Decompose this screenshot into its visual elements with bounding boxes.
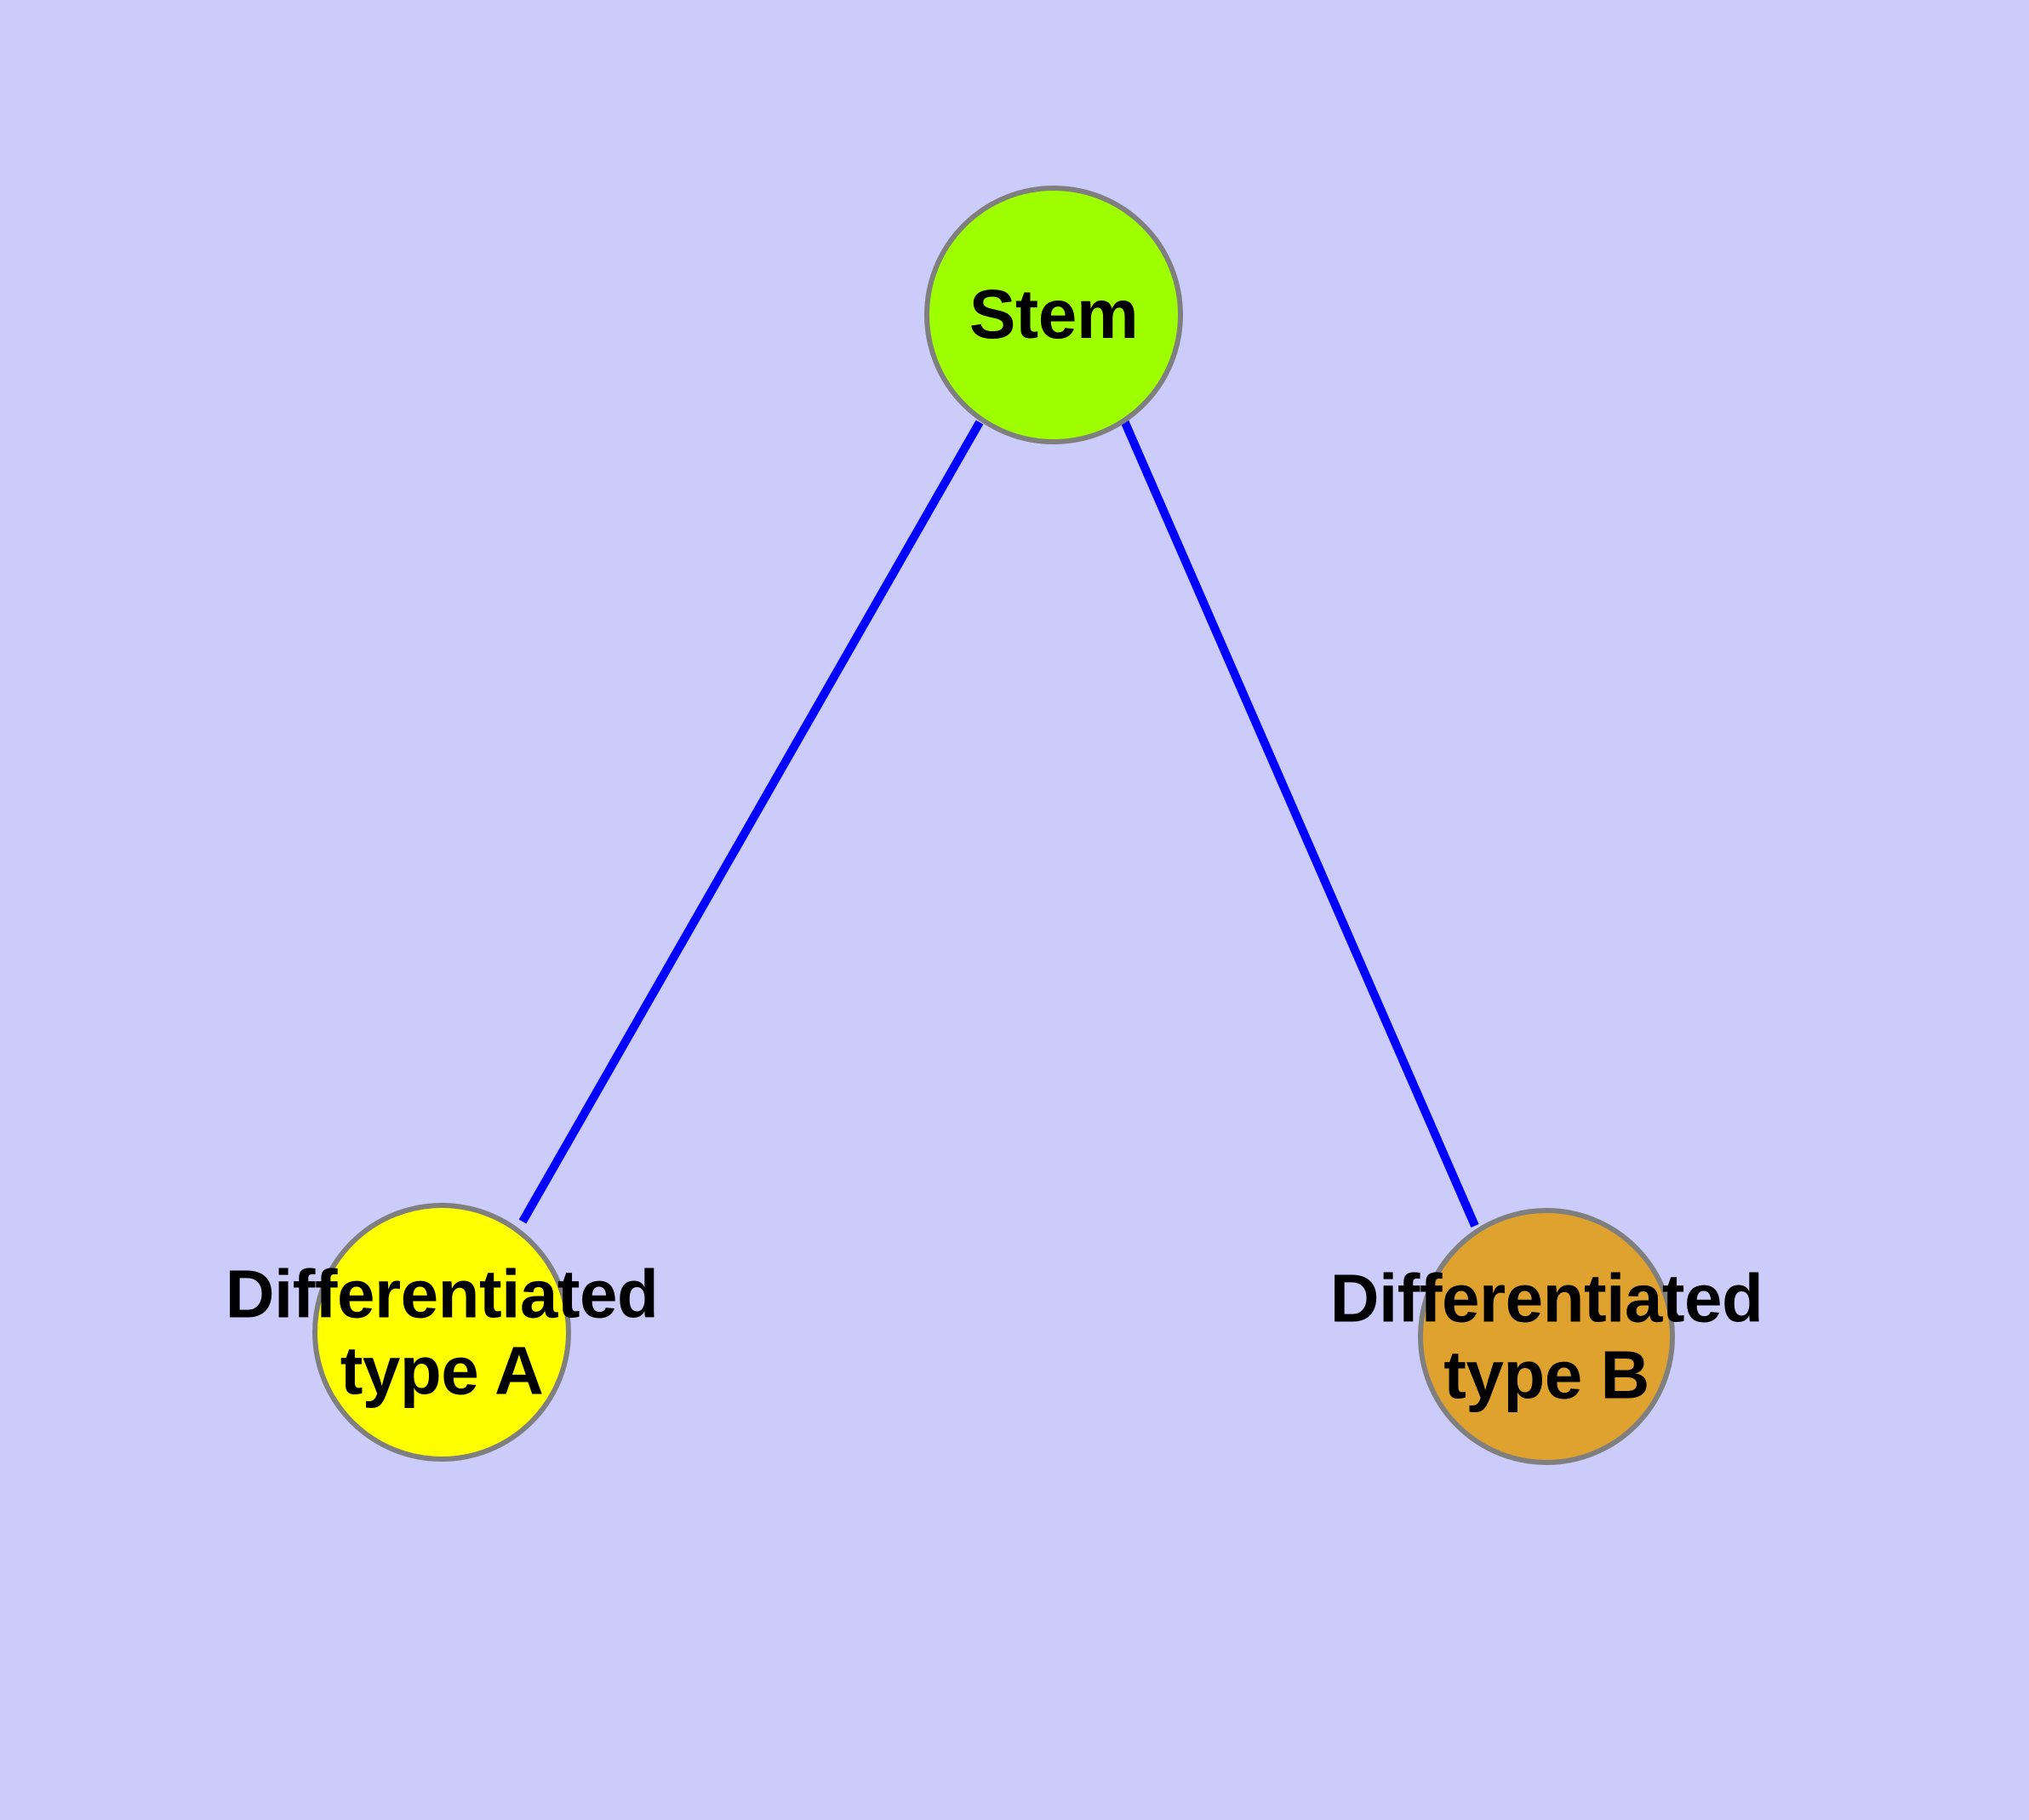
node-differentiated-type-b[interactable]: Differentiated type B bbox=[1330, 1208, 1763, 1465]
node-differentiated-type-a[interactable]: Differentiated type A bbox=[226, 1203, 659, 1462]
edge-stem-to-differentiated-type-b bbox=[1119, 417, 1479, 1228]
node-stem[interactable]: Stem bbox=[924, 186, 1183, 444]
node-stem-label: Stem bbox=[969, 276, 1139, 354]
edge-stem-to-differentiated-type-a bbox=[518, 420, 984, 1224]
